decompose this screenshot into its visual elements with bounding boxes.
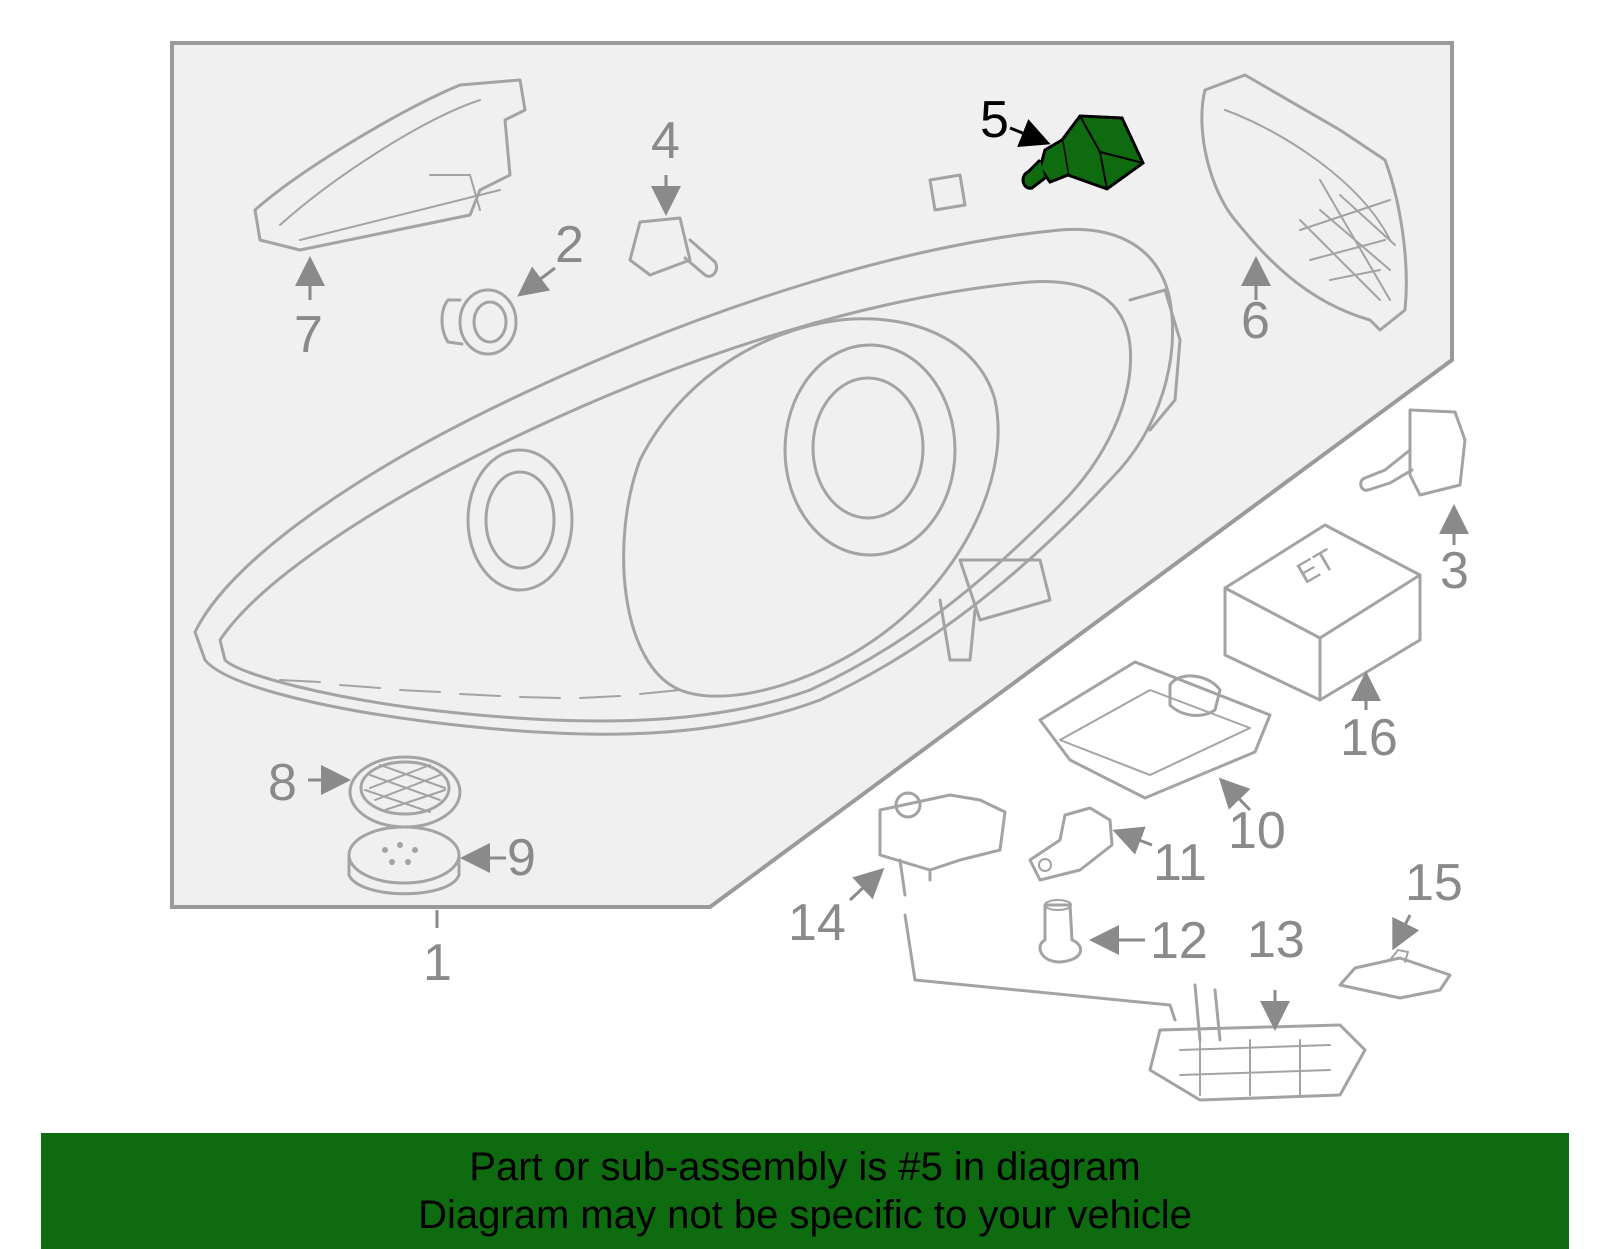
part-7-cover <box>253 78 527 252</box>
part-16-module-box: ET <box>1223 523 1422 702</box>
callout-5: 5 <box>980 91 1009 149</box>
part-13-adjuster-bracket <box>903 913 1367 1102</box>
callout-1: 1 <box>423 934 452 992</box>
callout-6: 6 <box>1241 292 1270 350</box>
part-11-clip <box>1028 806 1114 882</box>
callout-12: 12 <box>1150 912 1208 970</box>
callout-3: 3 <box>1440 542 1469 600</box>
callout-14: 14 <box>788 894 846 952</box>
assembly-panel-outline <box>170 41 1454 909</box>
callout-10: 10 <box>1228 802 1286 860</box>
headlamp-assembly <box>193 173 1182 736</box>
part-12-stud <box>1038 899 1083 964</box>
callout-9: 9 <box>507 829 536 887</box>
part-5-socket-highlighted <box>1021 114 1145 191</box>
callout-11: 11 <box>1153 834 1207 892</box>
callout-8: 8 <box>268 754 297 812</box>
leader-arrows <box>295 119 1469 1031</box>
info-banner: Part or sub-assembly is #5 in diagram Di… <box>41 1133 1569 1249</box>
part-14-actuator <box>878 791 1007 897</box>
banner-line-2: Diagram may not be specific to your vehi… <box>418 1193 1192 1237</box>
callout-2: 2 <box>555 216 584 274</box>
callout-13: 13 <box>1247 911 1305 969</box>
part-3-bulb <box>1359 408 1467 497</box>
banner-line-1: Part or sub-assembly is #5 in diagram <box>469 1145 1141 1189</box>
part-4-bulb <box>628 216 719 278</box>
part-6-grille-cover <box>1200 73 1408 332</box>
svg-text:ET: ET <box>1292 543 1342 591</box>
callout-15: 15 <box>1405 854 1463 912</box>
part-2-grommet <box>440 288 518 356</box>
part-9-vent-cap <box>347 825 461 896</box>
callout-16: 16 <box>1340 709 1398 767</box>
part-10-control-unit <box>1038 660 1272 800</box>
callout-7: 7 <box>294 306 323 364</box>
callout-4: 4 <box>651 112 680 170</box>
part-15-clip <box>1338 949 1452 1000</box>
